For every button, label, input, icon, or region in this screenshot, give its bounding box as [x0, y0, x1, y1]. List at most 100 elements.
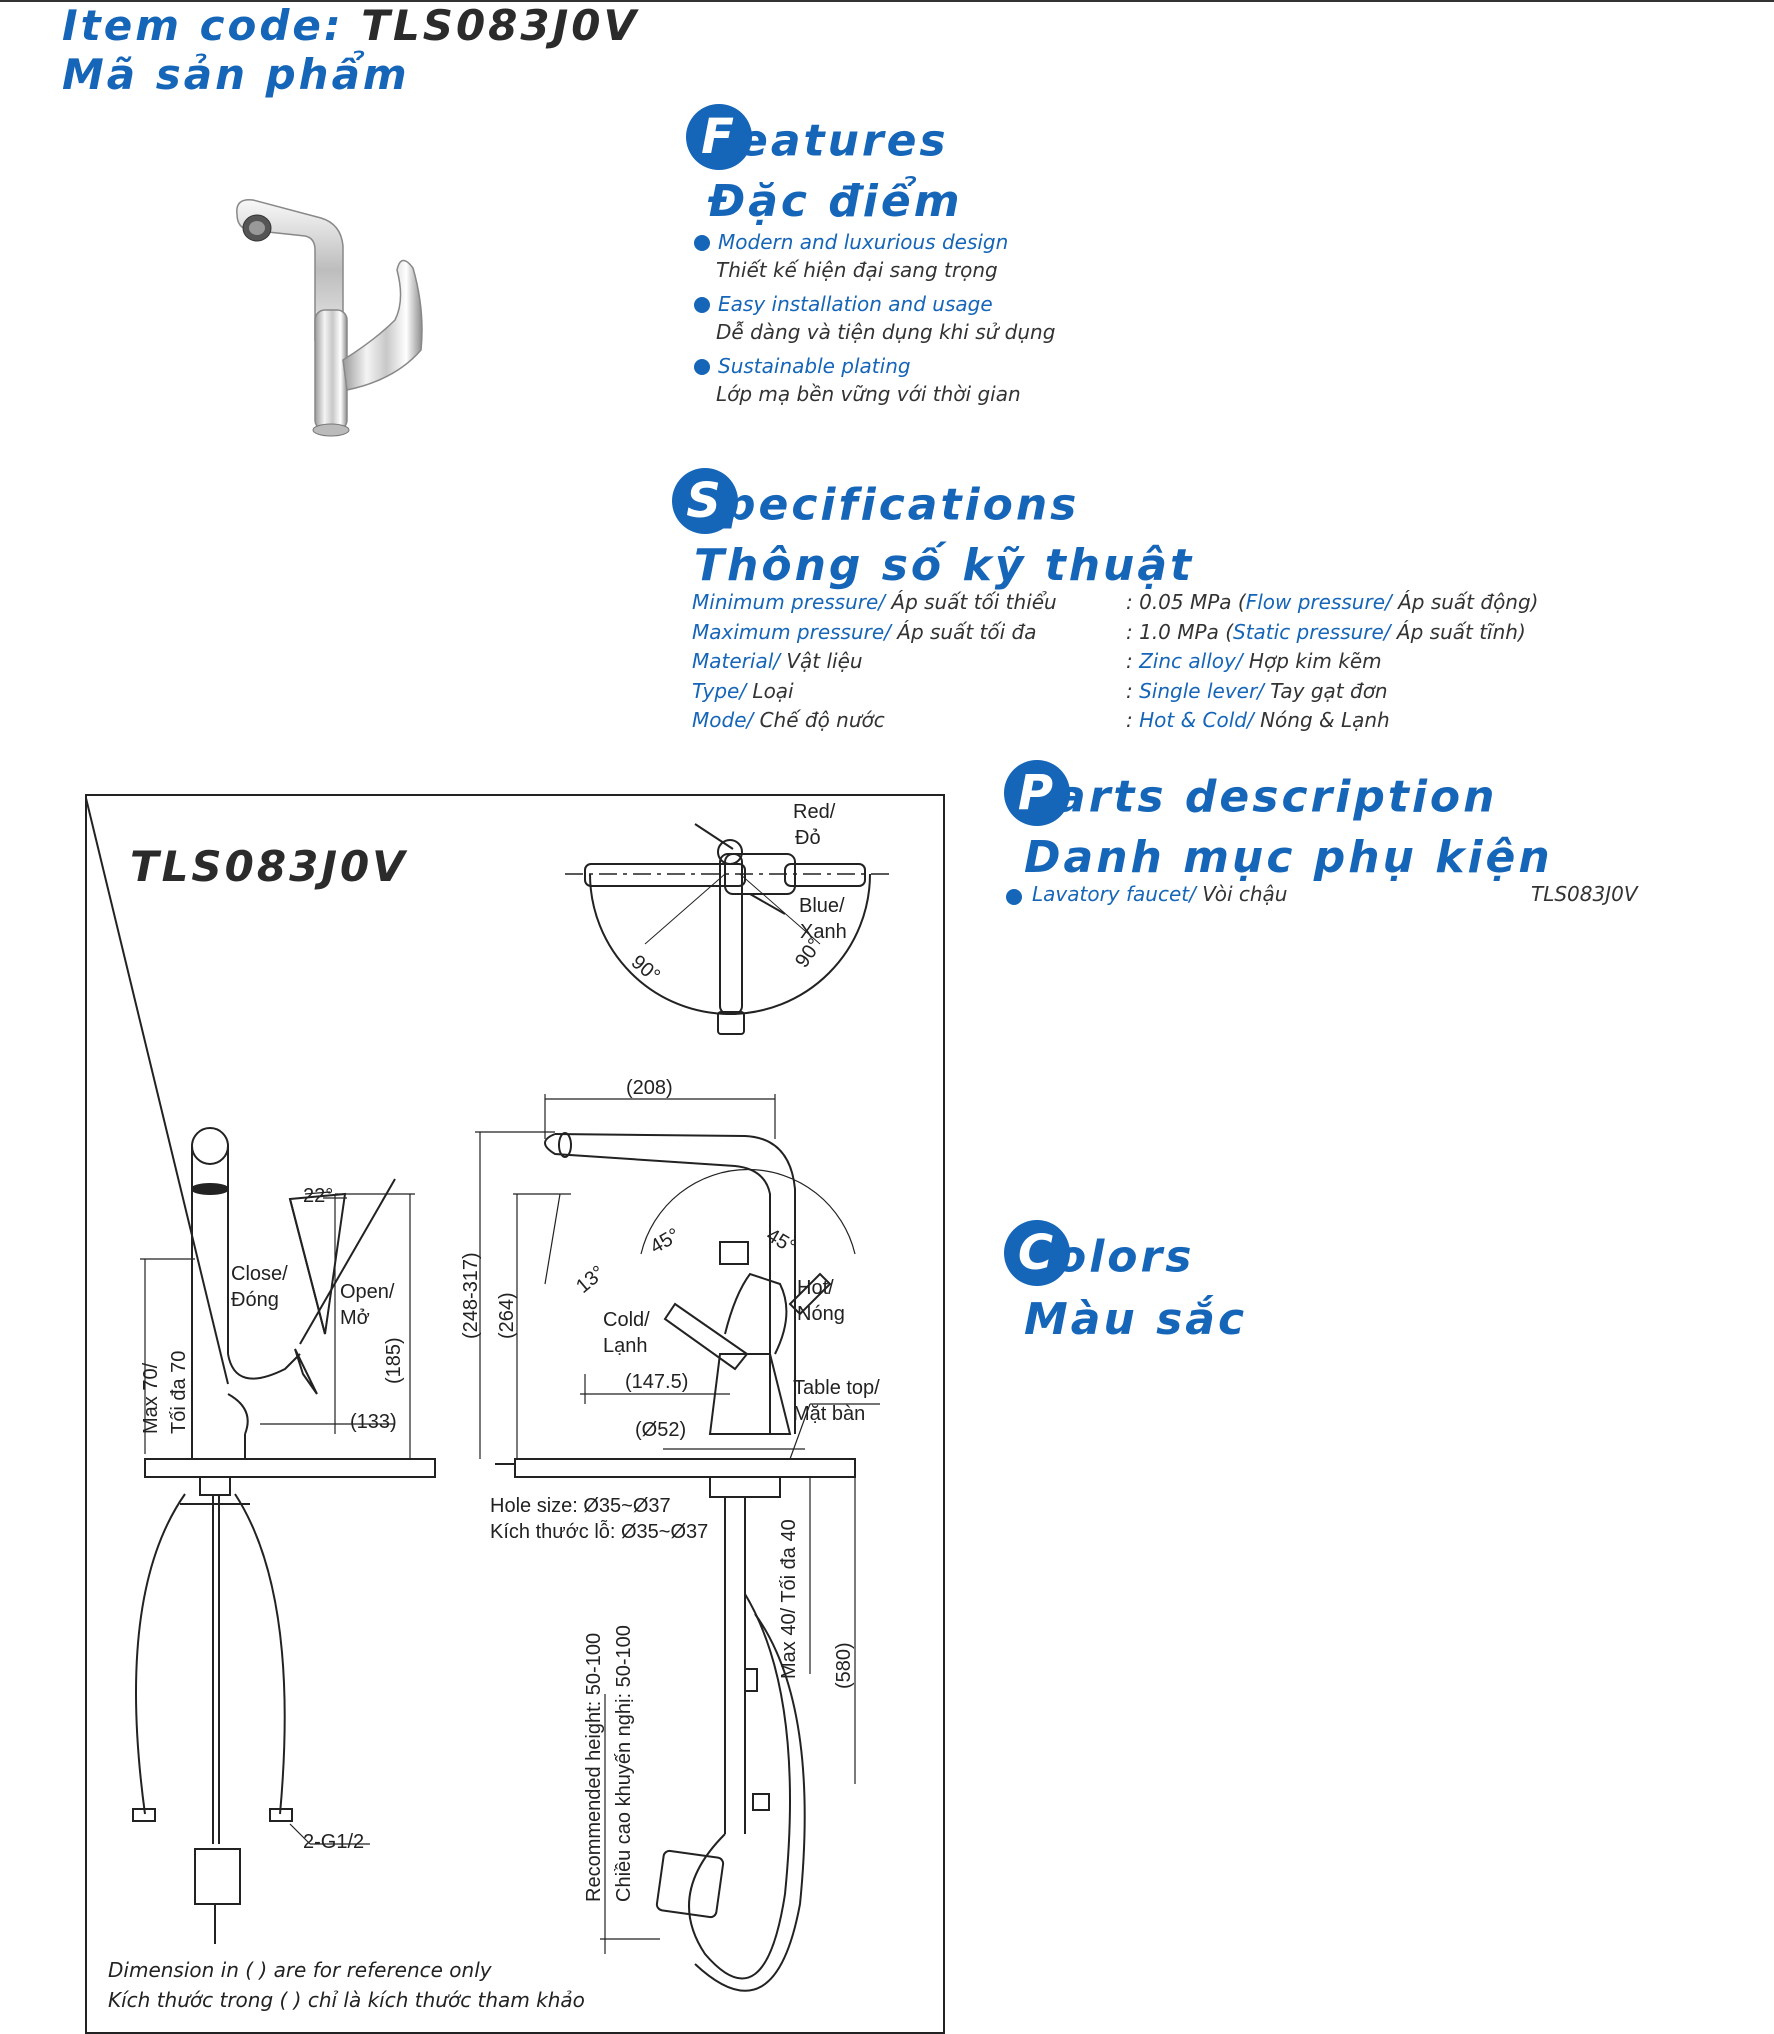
- label-cold-vi: Lạnh: [603, 1335, 648, 1357]
- part-name-vi: Vòi chậu: [1195, 882, 1288, 906]
- feature-en: Easy installation and usage: [692, 290, 1392, 318]
- spec-val-en: Flow pressure/: [1245, 590, 1392, 614]
- spec-key-vi: Áp suất tối thiểu: [885, 590, 1057, 614]
- parts-title-rest: arts description: [1056, 771, 1498, 823]
- spec-key-en: Type/: [692, 678, 747, 703]
- label-dim-264: (264): [496, 1292, 518, 1339]
- features-title-rest: eatures: [738, 115, 949, 167]
- dimension-note-en: Dimension in ( ) are for reference only: [108, 1958, 492, 1982]
- top-rule: [0, 0, 1774, 2]
- spec-val-vi: Áp suất tĩnh): [1390, 619, 1526, 644]
- feature-vi: Dễ dàng và tiện dụng khi sử dụng: [716, 320, 1056, 344]
- spec-val-vi: Hợp kim kẽm: [1242, 649, 1382, 673]
- label-blue-vi: Xanh: [800, 921, 847, 943]
- spec-key-vi: Chế độ nước: [753, 708, 885, 732]
- spec-val-en: Static pressure/: [1233, 619, 1391, 644]
- feature-vi: Thiết kế hiện đại sang trọng: [716, 258, 998, 282]
- feature-en: Modern and luxurious design: [692, 228, 1392, 256]
- label-dim-133: (133): [350, 1411, 397, 1433]
- spec-key-vi: Loại: [746, 678, 794, 703]
- spec-val-en: Single lever/: [1139, 678, 1264, 703]
- dimension-note-vi: Kích thước trong ( ) chỉ là kích thước t…: [108, 1988, 585, 2012]
- label-angle-90-left: 90°: [627, 951, 664, 987]
- parts-item: Lavatory faucet/ Vòi chậu TLS083J0V: [1006, 882, 1656, 912]
- label-hot-vi: Nóng: [797, 1303, 845, 1325]
- spec-val-en: Hot & Cold/: [1139, 708, 1254, 732]
- spec-val: : 1.0 MPa (: [1126, 619, 1233, 644]
- product-photo: [236, 199, 423, 437]
- spec-val: : 0.05 MPa (: [1126, 590, 1246, 614]
- spec-key-vi: Áp suất tối đa: [890, 619, 1037, 644]
- label-open-vi: Mở: [340, 1307, 370, 1329]
- label-max70: Max 70/: [140, 1362, 162, 1434]
- specifications-subtitle: Thông số kỹ thuật: [694, 540, 1195, 591]
- spec-key-en: Material/: [692, 649, 780, 673]
- spec-val-vi: Áp suất động): [1391, 590, 1539, 614]
- label-red-vi: Đỏ: [795, 827, 821, 849]
- spec-val: :: [1126, 708, 1140, 732]
- spec-key-vi: Vật liệu: [780, 649, 863, 673]
- features-subtitle: Đặc điểm: [708, 176, 963, 227]
- spec-key-en: Mode/: [692, 708, 754, 732]
- label-cold: Cold/: [603, 1309, 650, 1331]
- label-g12: 2-G1/2: [303, 1831, 364, 1853]
- spec-key-en: Minimum pressure/: [692, 590, 886, 614]
- label-hole-size-vi: Kích thước lỗ: Ø35~Ø37: [490, 1520, 708, 1543]
- spec-val-vi: Tay gạt đơn: [1263, 678, 1388, 703]
- label-close-vi: Đóng: [231, 1289, 279, 1311]
- label-dim-147-5: (147.5): [625, 1371, 688, 1393]
- label-close: Close/: [231, 1263, 288, 1285]
- label-angle-45-left: 45°: [647, 1224, 684, 1258]
- spec-key-en: Maximum pressure/: [692, 619, 891, 644]
- label-dim-185: (185): [383, 1337, 405, 1384]
- colors-title-rest: olors: [1056, 1231, 1195, 1283]
- label-rec-height-vi: Chiều cao khuyến nghị: 50-100: [613, 1625, 635, 1902]
- features-initial: F: [686, 104, 752, 170]
- parts-initial: P: [1004, 760, 1070, 826]
- feature-en: Sustainable plating: [692, 352, 1392, 380]
- label-hot: Hot/: [797, 1277, 834, 1299]
- label-dim-580: (580): [833, 1642, 855, 1689]
- label-table-top: Table top/: [793, 1377, 880, 1399]
- spec-val-en: Zinc alloy/: [1139, 649, 1243, 673]
- item-code: Item code: TLS083J0V: [62, 0, 639, 52]
- bullet-icon: [1006, 889, 1022, 905]
- label-red: Red/: [793, 801, 836, 823]
- label-max40: Max 40/ Tối đa 40: [778, 1519, 800, 1679]
- parts-subtitle: Danh mục phụ kiện: [1024, 832, 1553, 883]
- label-dim-52: (Ø52): [635, 1419, 686, 1441]
- spec-val-vi: Nóng & Lạnh: [1253, 708, 1390, 732]
- product-label: Mã sản phẩm: [62, 50, 410, 99]
- colors-initial: C: [1004, 1220, 1070, 1286]
- colors-subtitle: Màu sắc: [1024, 1294, 1248, 1345]
- specifications-initial: S: [672, 468, 738, 534]
- spec-val: :: [1126, 649, 1140, 673]
- item-code-label: Item code:: [62, 1, 362, 50]
- label-max70-vi: Tối đa 70: [168, 1351, 190, 1434]
- label-rec-height: Recommended height: 50-100: [583, 1633, 605, 1902]
- spec-val: :: [1126, 678, 1140, 703]
- label-hole-size: Hole size: Ø35~Ø37: [490, 1495, 671, 1517]
- feature-vi: Lớp mạ bền vững với thời gian: [716, 382, 1021, 406]
- label-table-top-vi: Mặt bàn: [793, 1403, 865, 1425]
- label-angle-13: 13°: [572, 1262, 609, 1298]
- technical-drawing: Red/ Đỏ Blue/ Xanh 90° 90° 22° Close/ Đó…: [85, 794, 895, 1992]
- part-code: TLS083J0V: [1531, 882, 1638, 906]
- parts-title: Parts description: [1004, 760, 1498, 830]
- label-blue: Blue/: [799, 895, 845, 917]
- specifications-title-rest: pecifications: [724, 479, 1080, 531]
- label-open: Open/: [340, 1281, 395, 1303]
- specifications-title: Specifications: [672, 468, 1080, 538]
- label-angle-22: 22°: [303, 1185, 333, 1207]
- colors-title: Colors: [1004, 1220, 1195, 1290]
- item-code-value: TLS083J0V: [361, 1, 639, 50]
- label-dim-248-317: (248-317): [460, 1252, 482, 1339]
- drawing-model-label: TLS083J0V: [130, 842, 408, 891]
- label-dim-208: (208): [626, 1077, 673, 1099]
- features-title: Features: [686, 104, 949, 174]
- part-name-en: Lavatory faucet/: [1032, 882, 1196, 906]
